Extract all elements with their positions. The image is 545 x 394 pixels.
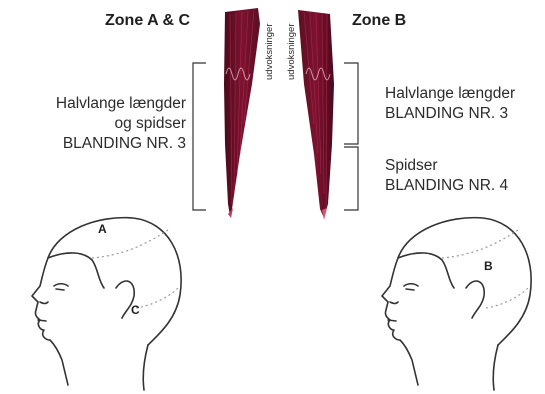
zone-b-label: B [484, 259, 493, 273]
right-bracket-lower [342, 146, 362, 212]
right-lower-line1: Spidser [385, 156, 508, 176]
left-label-line3: BLANDING NR. 3 [6, 134, 186, 154]
right-lower-line2: BLANDING NR. 4 [385, 176, 508, 196]
right-strand-label: udvoksninger [286, 23, 297, 80]
zone-c-label: C [131, 303, 140, 317]
zone-a-label: A [98, 222, 107, 236]
right-bracket-upper [342, 62, 362, 147]
left-bracket [190, 62, 210, 212]
zone-b-title: Zone B [352, 12, 406, 30]
left-strand-label: udvoksninger [264, 23, 275, 80]
left-label-line1: Halvlange længder [6, 94, 186, 114]
left-head-illustration [18, 210, 188, 390]
left-label-line2: og spidser [6, 114, 186, 134]
right-upper-line1: Halvlange længder [385, 84, 515, 104]
right-upper-label: Halvlange længder BLANDING NR. 3 [385, 84, 515, 124]
right-head-illustration [368, 210, 538, 390]
left-mix-label: Halvlange længder og spidser BLANDING NR… [6, 94, 186, 154]
right-lower-label: Spidser BLANDING NR. 4 [385, 156, 508, 196]
right-upper-line2: BLANDING NR. 3 [385, 104, 515, 124]
zone-a-c-title: Zone A & C [105, 12, 190, 30]
